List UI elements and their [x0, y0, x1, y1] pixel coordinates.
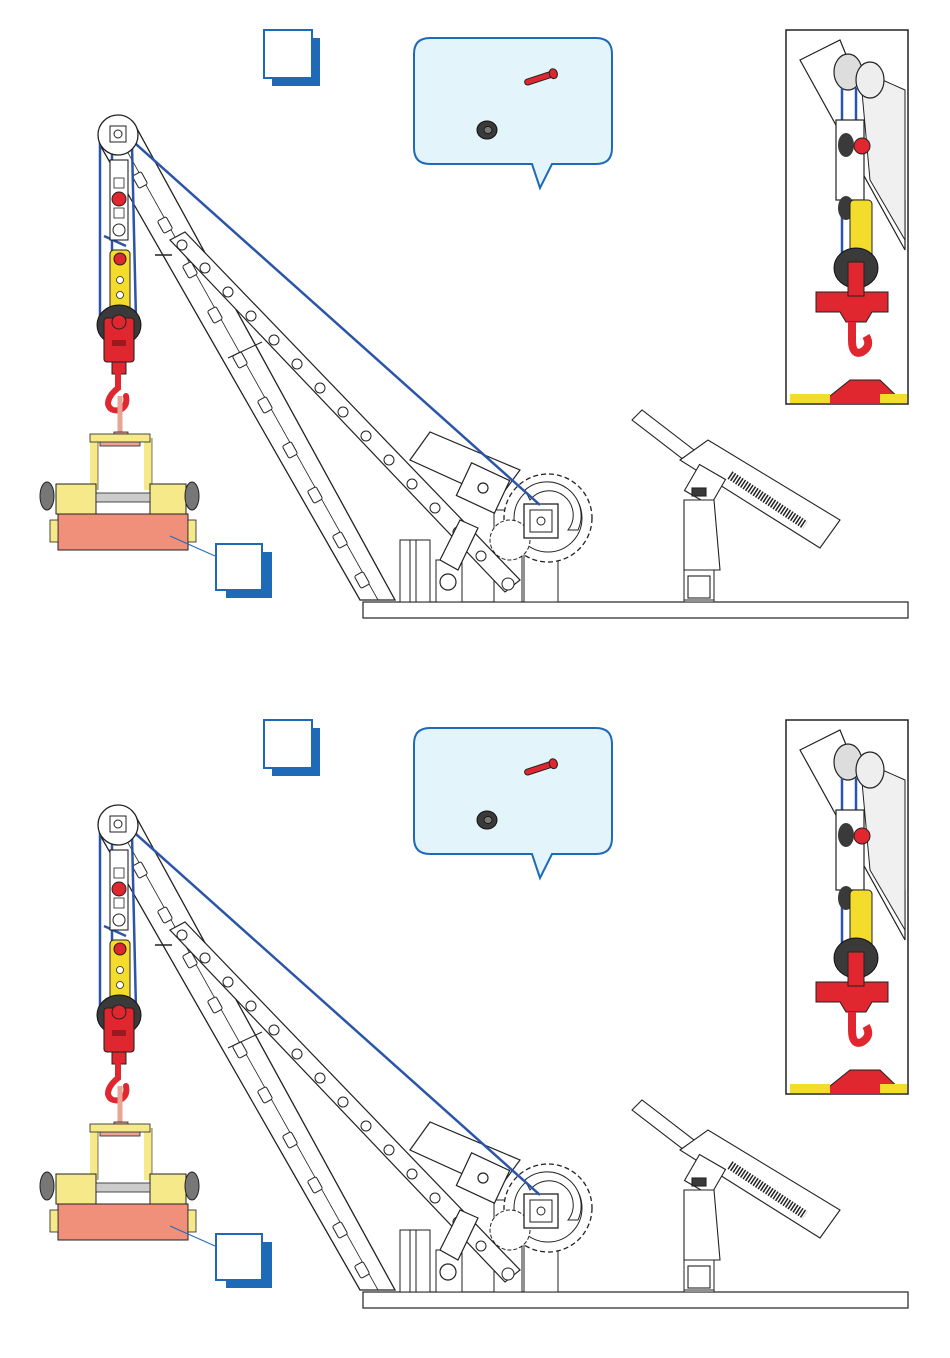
step-panel-top: [40, 30, 908, 618]
step-panel-bottom: [40, 720, 908, 1308]
